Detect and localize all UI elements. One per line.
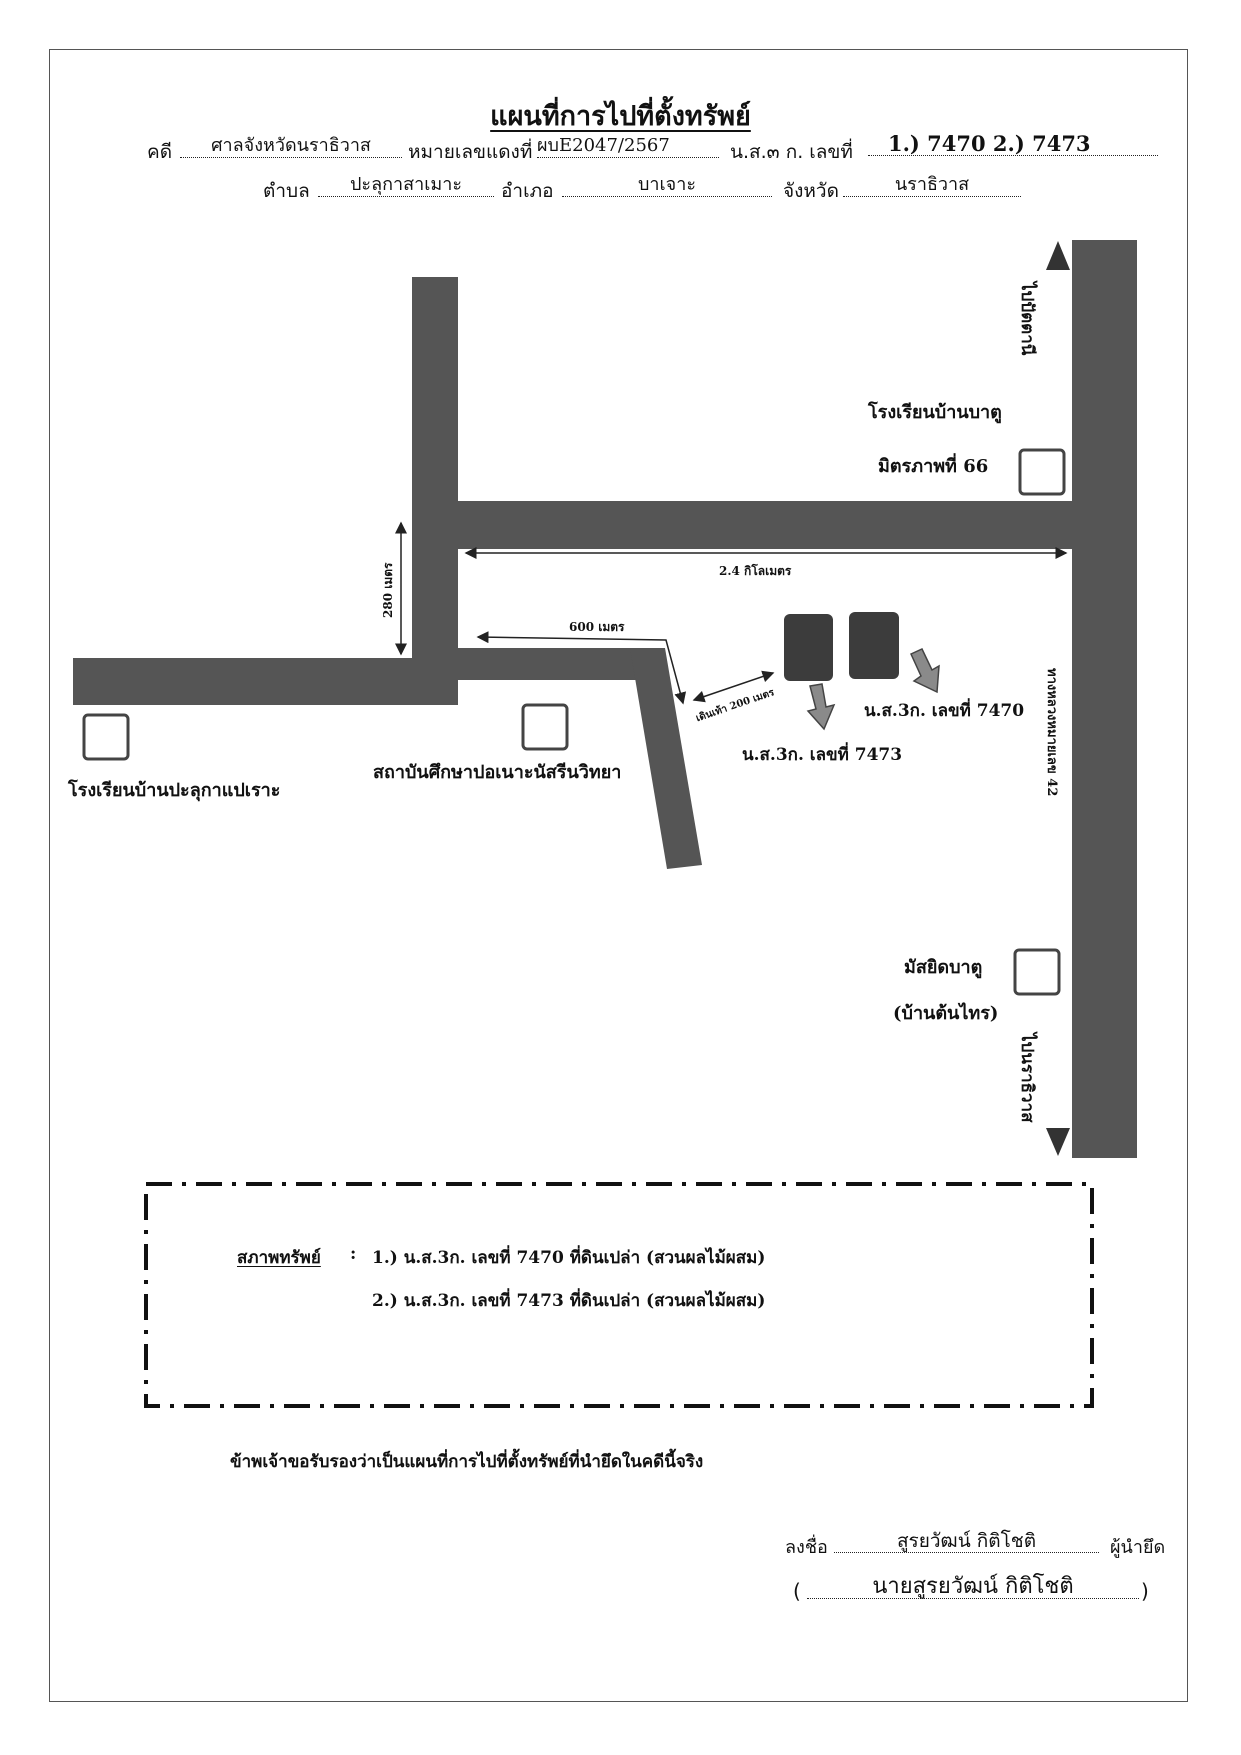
province-value: นราธิวาส: [843, 174, 1021, 197]
parcel-7470-block: [849, 612, 899, 679]
mosque-box: [1013, 948, 1061, 996]
mosque-name-2: (บ้านต้นไทร): [893, 1003, 999, 1024]
seizer-role: ผู้นำยึด: [1110, 1537, 1166, 1558]
condition-box-border: [144, 1182, 1094, 1408]
dim-walk-line: [692, 670, 775, 703]
red-number-label: หมายเลขแดงที่: [408, 141, 533, 163]
institute-box: [521, 703, 569, 751]
parcel-7473-block: [784, 614, 833, 681]
condition-colon: :: [350, 1244, 357, 1264]
district-value: บาเจาะ: [562, 174, 772, 197]
printed-name: นายสูรยวัฒน์ กิติโชติ: [807, 1576, 1139, 1599]
distance-280m: 280 เมตร: [381, 562, 395, 618]
district-label: อำเภอ: [501, 180, 554, 202]
condition-item-1: 1.) น.ส.3ก. เลขที่ 7470 ที่ดินเปล่า (สวน…: [372, 1248, 766, 1268]
school-batu-name-2: มิตรภาพที่ 66: [878, 456, 989, 477]
condition-item-2: 2.) น.ส.3ก. เลขที่ 7473 ที่ดินเปล่า (สวน…: [372, 1291, 766, 1311]
school-batu-box: [1018, 448, 1066, 496]
parcel-7470-label: น.ส.3ก. เลขที่ 7470: [864, 701, 1025, 721]
subdistrict-label: ตำบล: [263, 180, 310, 202]
distance-600m: 600 เมตร: [569, 620, 625, 634]
distance-2-4km: 2.4 กิโลเมตร: [719, 564, 792, 578]
open-paren: (: [793, 1579, 801, 1603]
to-narathiwat-label: ไปนราธิวาส: [1017, 1033, 1037, 1123]
institute-name: สถาบันศึกษาปอเนาะนัสรีนวิทยา: [373, 762, 622, 783]
province-label: จังหวัด: [783, 180, 839, 202]
red-number-value: ผบE2047/2567: [537, 135, 719, 158]
highway-label: ทางหลวงหมายเลข 42: [1044, 668, 1059, 797]
highway-road: [1072, 240, 1137, 1158]
sign-label: ลงชื่อ: [785, 1537, 828, 1558]
side-road: [455, 648, 655, 680]
mosque-name: มัสยิดบาตู: [904, 957, 983, 978]
deed-label: น.ส.๓ ก. เลขที่: [730, 141, 853, 163]
parcel-7470-arrow-icon: [910, 648, 940, 694]
vertical-road: [412, 277, 458, 705]
diagonal-road: [630, 648, 702, 869]
school-batu-name: โรงเรียนบ้านบาตู: [868, 402, 1002, 423]
certify-statement: ข้าพเจ้าขอรับรองว่าเป็นแผนที่การไปที่ตั้…: [230, 1452, 704, 1472]
lower-road: [73, 658, 458, 705]
case-value: ศาลจังหวัดนราธิวาส: [180, 135, 402, 158]
deed-value: 1.) 7470 2.) 7473: [868, 133, 1158, 156]
parcel-7473-label: น.ส.3ก. เลขที่ 7473: [742, 745, 903, 765]
upper-road: [412, 501, 1076, 549]
signature-value: สูรยวัฒน์ กิติโชติ: [834, 1530, 1099, 1553]
school-paluka-box: [82, 713, 130, 761]
south-arrow-icon: [1046, 1128, 1070, 1156]
case-label: คดี: [147, 141, 173, 163]
subdistrict-value: ปะลุกาสาเมาะ: [318, 174, 494, 197]
condition-label: สภาพทรัพย์: [237, 1248, 321, 1268]
north-arrow-icon: [1046, 241, 1070, 270]
to-pattani-label: ไปปัตตานี: [1017, 282, 1037, 356]
dim-600m-line: [476, 631, 687, 705]
page-frame: [49, 49, 1188, 1702]
page-title: แผนที่การไปที่ตั้งทรัพย์: [490, 101, 751, 132]
close-paren: ): [1141, 1579, 1149, 1603]
parcel-7473-arrow-icon: [806, 683, 836, 731]
school-paluka-name: โรงเรียนบ้านปะลุกาแปเราะ: [68, 780, 281, 801]
